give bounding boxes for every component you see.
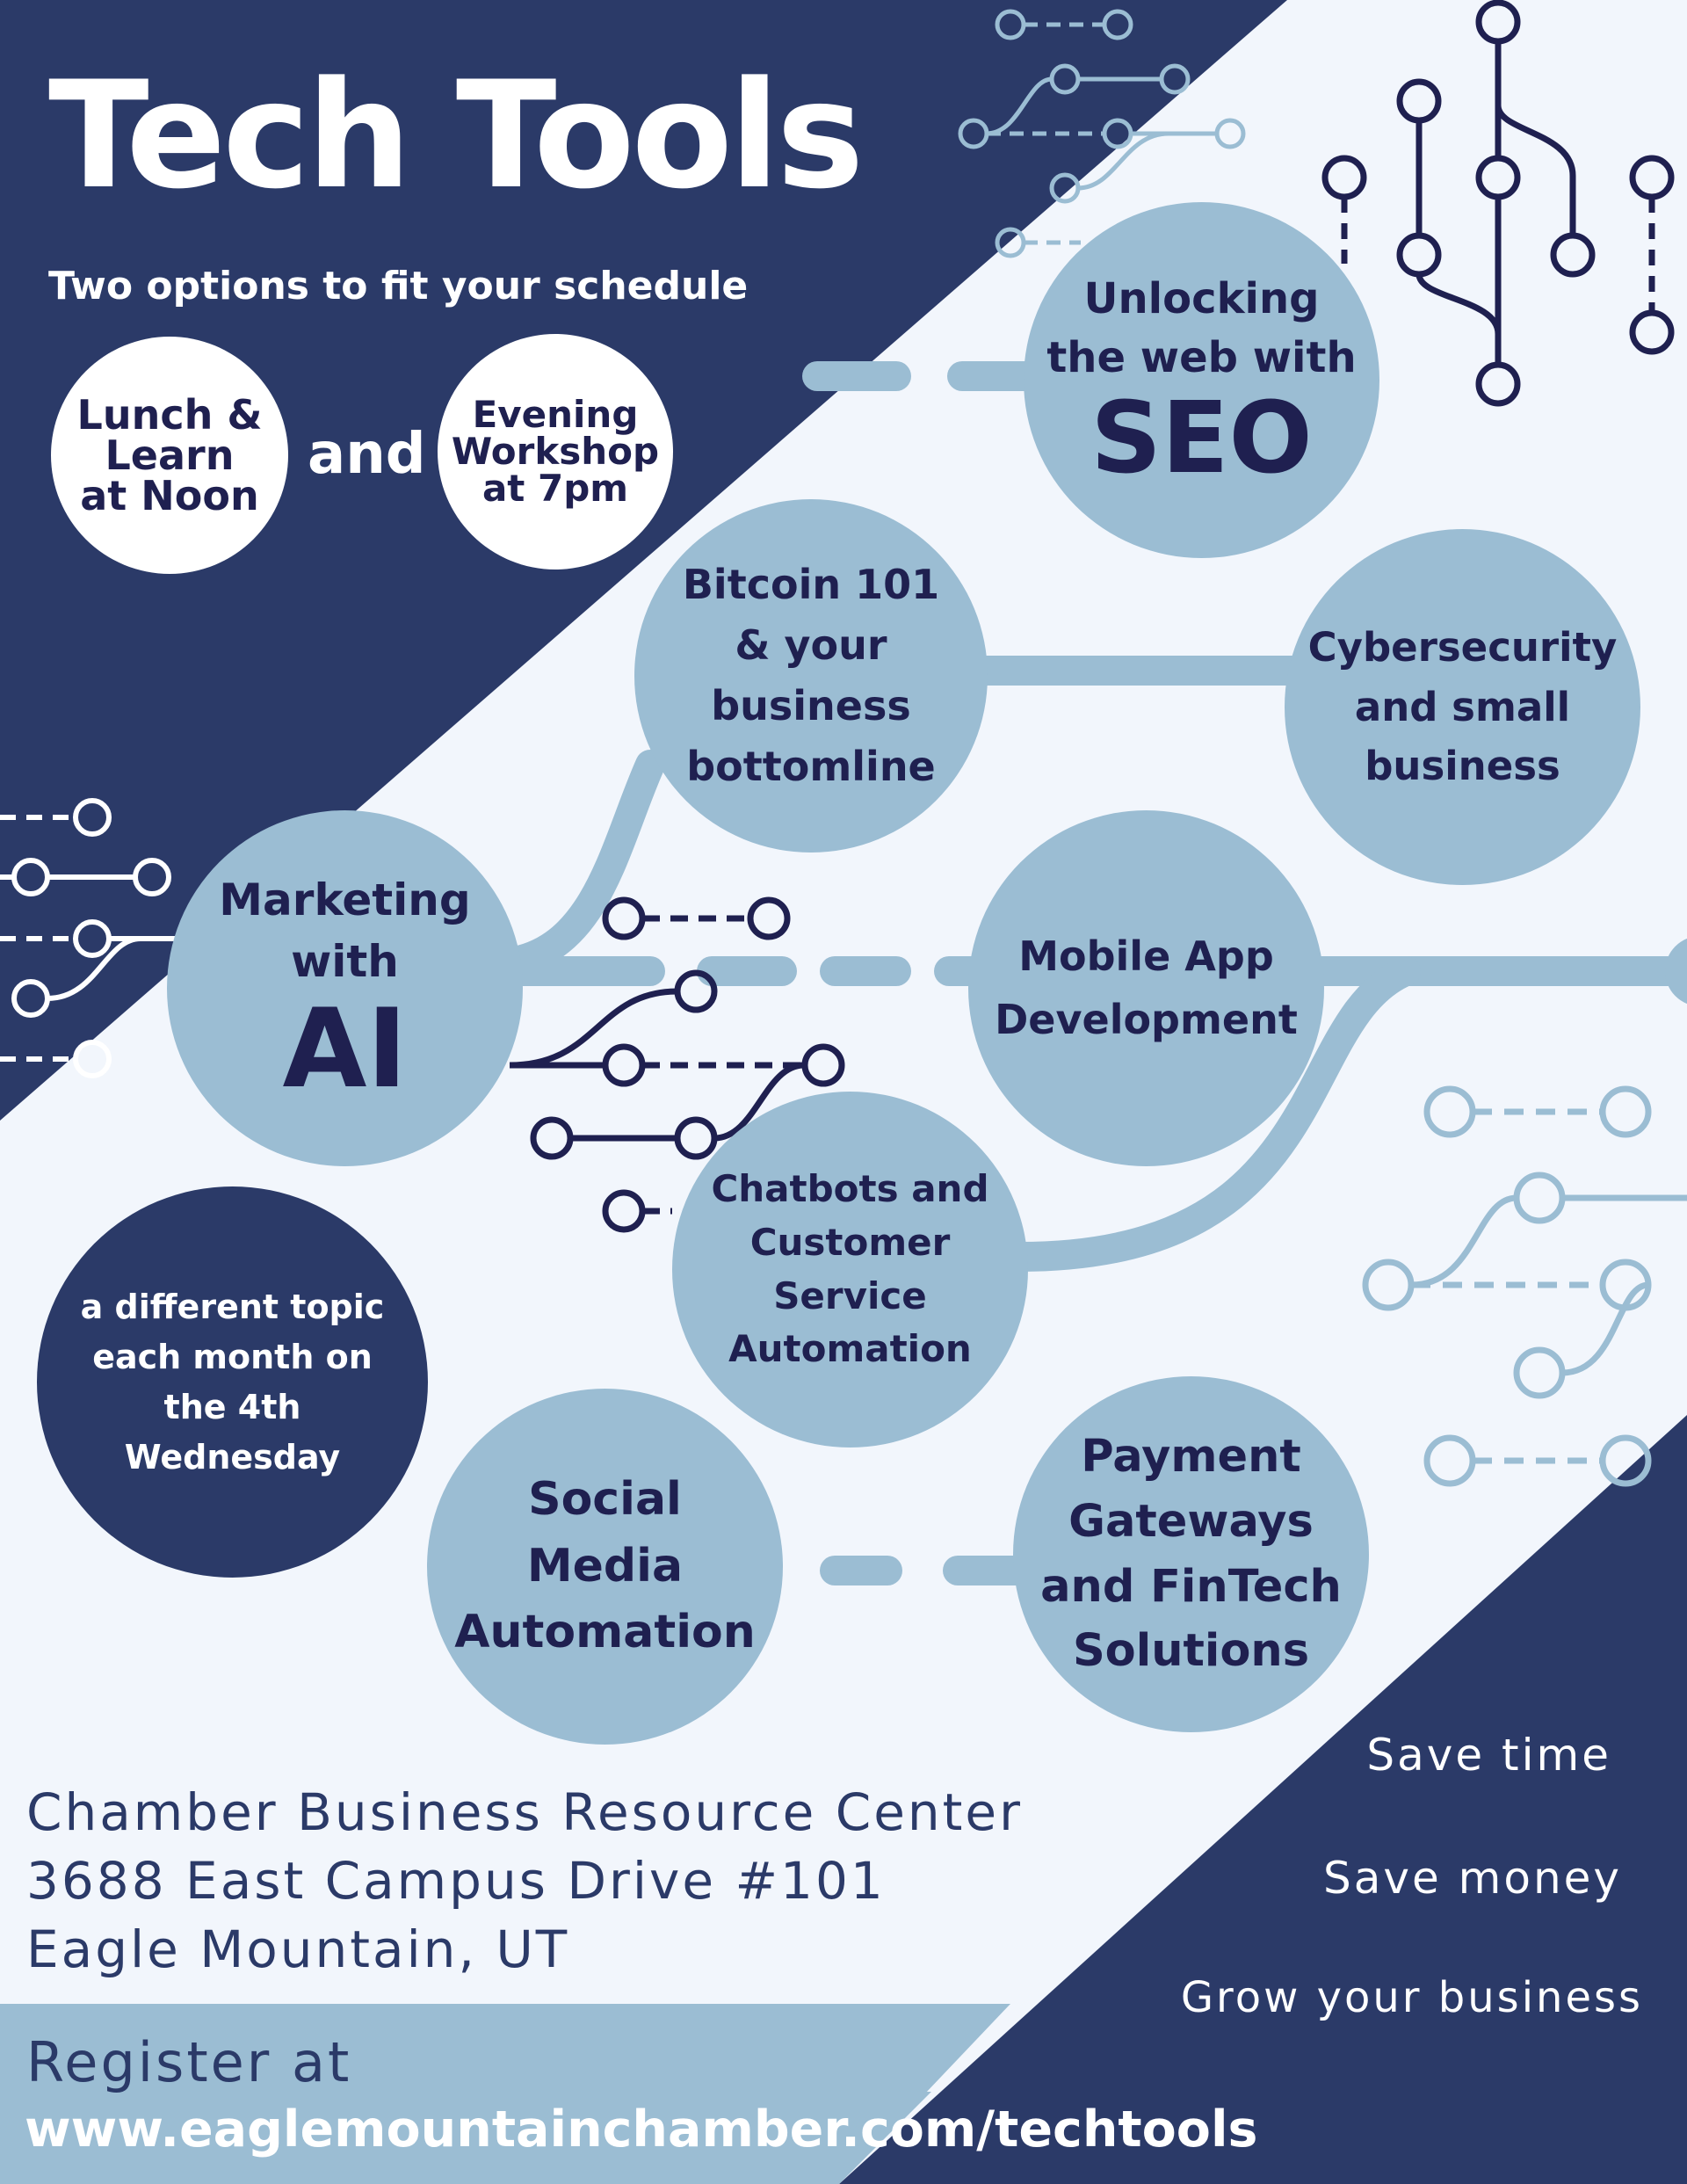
bitcoin-line-2: & your <box>735 621 887 669</box>
chatbots-line-4: Automation <box>728 1327 972 1371</box>
seo-line-1: Unlocking <box>1083 273 1320 323</box>
url-band <box>0 2092 931 2184</box>
chatbots-line-1: Chatbots and <box>711 1166 989 1210</box>
page-title: Tech Tools <box>48 49 865 221</box>
topic-payment: Payment Gateways and FinTech Solutions <box>1013 1376 1369 1732</box>
bitcoin-line-3: business <box>711 682 911 729</box>
subtitle: Two options to fit your schedule <box>48 264 749 308</box>
ai-line-2: with <box>291 936 399 988</box>
note-line-1: a different topic <box>80 1287 385 1326</box>
lunch-line-1: Lunch & <box>76 391 263 439</box>
social-line-2: Media <box>526 1539 684 1593</box>
note-line-2: each month on <box>92 1337 373 1376</box>
topic-cybersecurity: Cybersecurity and small business <box>1285 529 1640 885</box>
payment-line-3: and FinTech <box>1040 1560 1342 1613</box>
circuit-trace-top-right-dark <box>1321 0 1675 407</box>
evening-line-2: Workshop <box>451 430 660 473</box>
ai-big: AI <box>282 986 408 1114</box>
circuit-trace-left-white <box>0 798 235 1078</box>
benefit-grow-business: Grow your business <box>1180 1973 1643 2022</box>
seo-line-2: the web with <box>1046 332 1357 382</box>
ai-line-1: Marketing <box>219 874 471 926</box>
payment-line-2: Gateways <box>1068 1495 1314 1548</box>
evening-session-badge: Evening Workshop at 7pm <box>438 334 673 570</box>
bitcoin-line-4: bottomline <box>686 743 936 790</box>
address-line-2: 3688 East Campus Drive #101 <box>26 1851 886 1911</box>
benefit-save-money: Save money <box>1323 1853 1622 1904</box>
evening-line-1: Evening <box>472 393 639 436</box>
social-line-3: Automation <box>454 1606 756 1659</box>
circuit-trace-top-light <box>958 9 1246 258</box>
edge-node <box>1665 938 1687 1005</box>
cyber-line-2: and small <box>1354 683 1571 730</box>
circuit-trace-right-light <box>1362 1085 1687 1487</box>
lunch-session-badge: Lunch & Learn at Noon <box>51 337 288 574</box>
and-connector: and <box>308 422 426 487</box>
topic-chatbots: Chatbots and Customer Service Automation <box>672 1092 1028 1448</box>
address-line-3: Eagle Mountain, UT <box>26 1919 570 1979</box>
mobile-line-1: Mobile App <box>1018 932 1274 981</box>
evening-line-3: at 7pm <box>481 467 629 510</box>
address-line-1: Chamber Business Resource Center <box>26 1782 1023 1842</box>
payment-line-4: Solutions <box>1072 1625 1310 1678</box>
topic-mobile-app: Mobile App Development <box>968 810 1324 1166</box>
register-url-link[interactable]: www.eaglemountainchamber.com/techtools <box>25 2101 1258 2159</box>
lunch-line-2: Learn <box>105 432 235 479</box>
mobile-line-2: Development <box>995 995 1298 1043</box>
bottom-navy-triangle <box>839 1415 1687 2184</box>
circuit-trace-center-dark <box>509 896 845 1233</box>
topic-ai: Marketing with AI <box>167 810 523 1166</box>
social-line-1: Social <box>528 1473 682 1527</box>
chatbots-line-2: Customer <box>749 1220 951 1264</box>
cyber-line-1: Cybersecurity <box>1307 624 1618 671</box>
topic-seo: Unlocking the web with SEO <box>1024 202 1379 558</box>
cyber-line-3: business <box>1365 743 1560 790</box>
register-label: Register at <box>26 2030 352 2094</box>
bitcoin-line-1: Bitcoin 101 <box>682 561 940 608</box>
lunch-line-3: at Noon <box>80 472 259 519</box>
seo-big: SEO <box>1090 381 1313 496</box>
note-line-4: Wednesday <box>124 1437 341 1477</box>
payment-line-1: Payment <box>1081 1430 1301 1483</box>
topic-social-media: Social Media Automation <box>427 1389 783 1745</box>
benefit-save-time: Save time <box>1366 1730 1611 1781</box>
schedule-note-badge: a different topic each month on the 4th … <box>37 1186 428 1578</box>
note-line-3: the 4th <box>163 1387 301 1426</box>
chatbots-line-3: Service <box>773 1273 927 1317</box>
topic-bitcoin: Bitcoin 101 & your business bottomline <box>634 499 988 853</box>
